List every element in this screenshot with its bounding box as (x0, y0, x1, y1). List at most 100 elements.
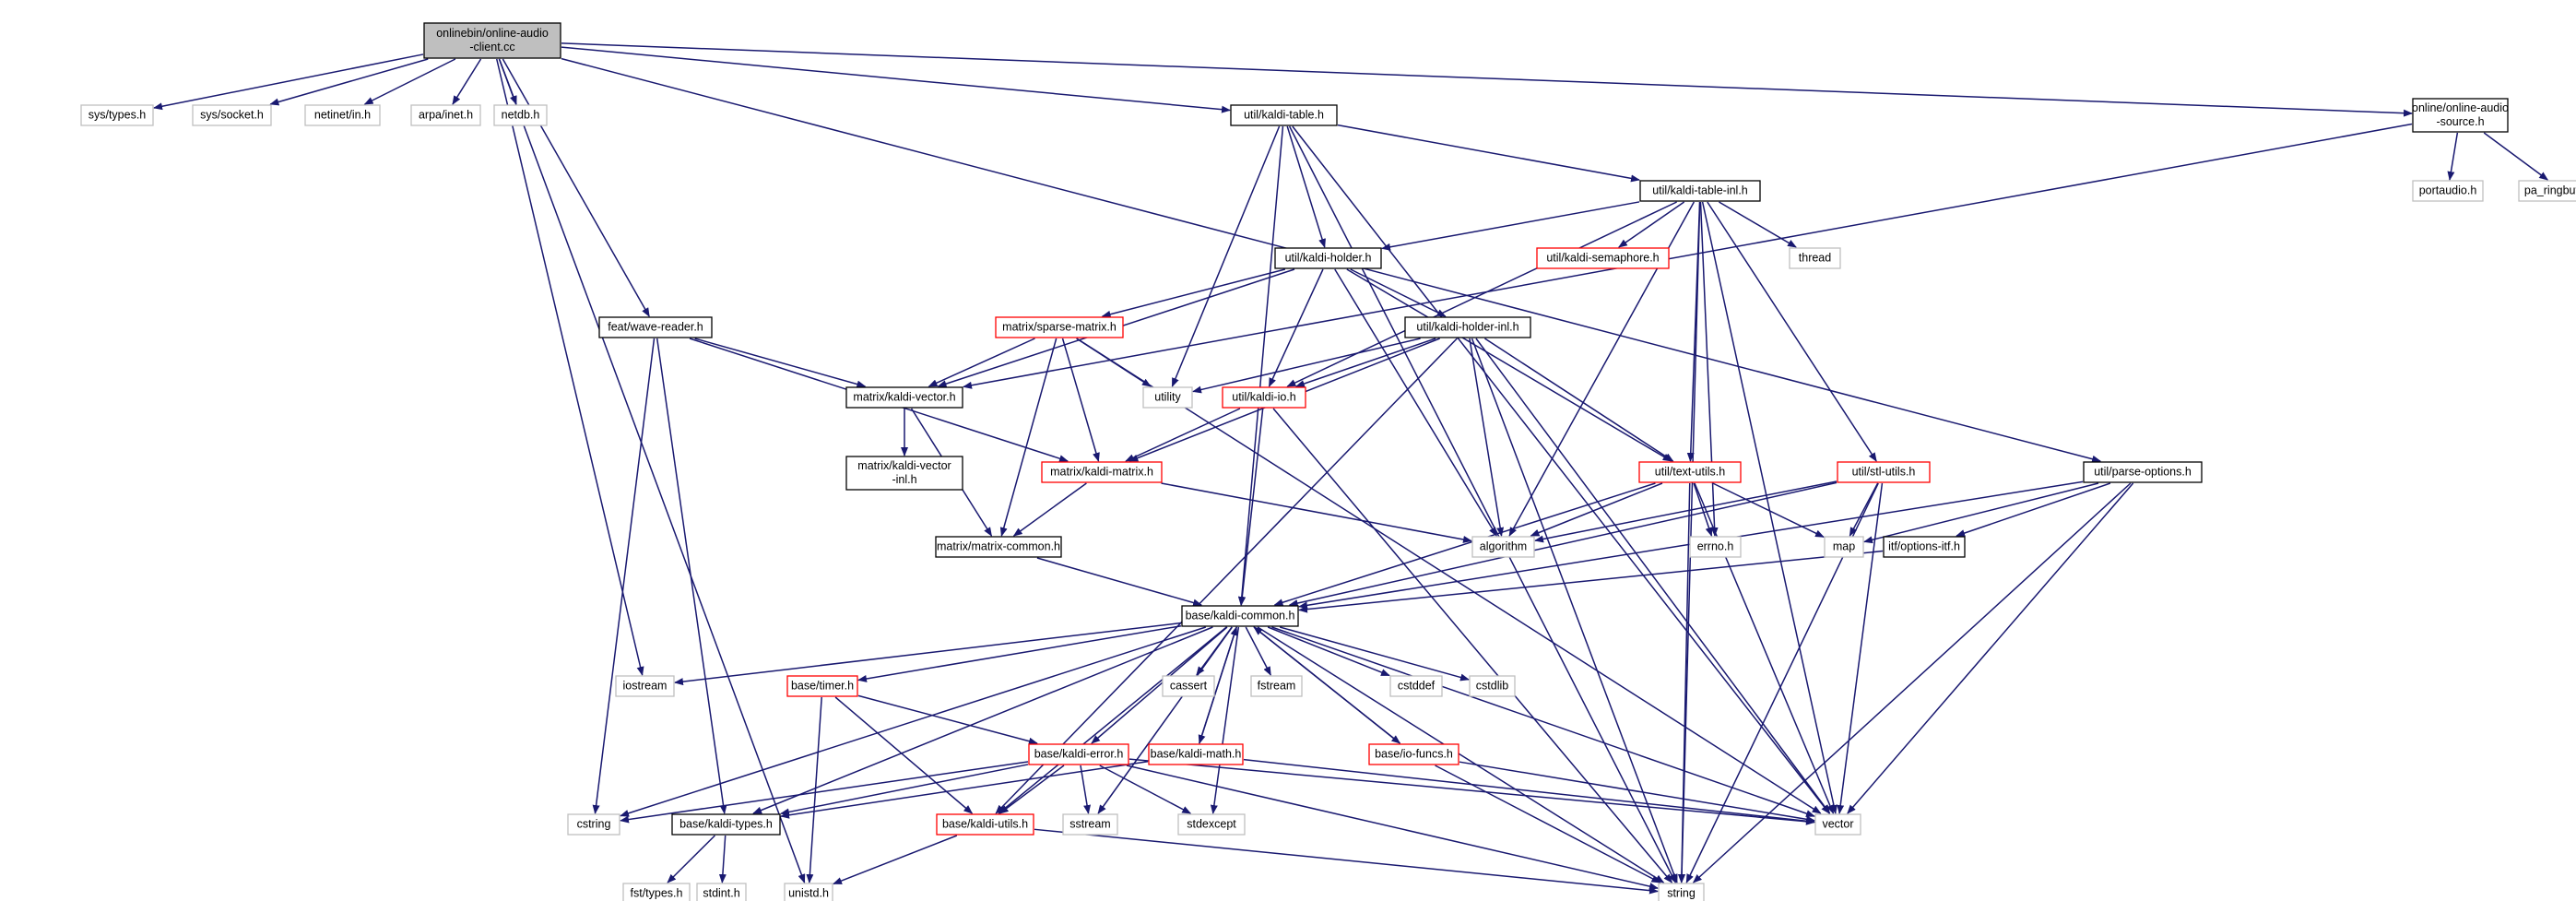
edge-kaldi_matrix-to-algorithm (1161, 482, 1472, 543)
edge-kaldi_common-to-iostream (674, 622, 1182, 686)
node-box (1814, 813, 1861, 836)
node-kaldi_vector[interactable]: matrix/kaldi-vector.h (845, 386, 963, 409)
edge-sparse_matrix-to-kaldi_matrix (1061, 338, 1100, 462)
edge-kaldi_error-to-vector (1128, 758, 1815, 825)
edge-kaldi_common-to-cstring (620, 626, 1207, 817)
edge-stl_utils-to-vector (1837, 482, 1884, 814)
node-box (786, 675, 858, 697)
node-kaldi_io[interactable]: util/kaldi-io.h (1222, 386, 1306, 409)
node-label: string (1667, 887, 1696, 900)
node-options_itf[interactable]: itf/options-itf.h (1883, 536, 1966, 558)
node-stl_utils[interactable]: util/stl-utils.h (1837, 461, 1931, 483)
node-kaldi_common[interactable]: base/kaldi-common.h (1181, 605, 1299, 627)
node-box (671, 813, 781, 836)
node-label: iostream (623, 680, 668, 693)
node-label: vector (1822, 818, 1853, 831)
node-label: base/timer.h (791, 680, 854, 693)
edge-text_utils-to-string (1677, 482, 1691, 883)
node-root[interactable]: onlinebin/online-audio-client.cc (423, 22, 561, 59)
node-kaldi_semaphore[interactable]: util/kaldi-semaphore.h (1536, 247, 1670, 269)
node-label: util/stl-utils.h (1852, 466, 1916, 479)
edge-root-to-netinet (363, 58, 456, 105)
node-kaldi_holder_inl[interactable]: util/kaldi-holder-inl.h (1404, 316, 1531, 338)
node-parse_options[interactable]: util/parse-options.h (2083, 461, 2203, 483)
node-box (192, 104, 272, 126)
node-label: base/kaldi-math.h (1151, 748, 1242, 761)
node-box (784, 883, 833, 901)
node-stdexcept: stdexcept (1177, 813, 1246, 836)
edge-kaldi_table_inl-to-stl_utils (1707, 201, 1877, 462)
node-kaldi_types[interactable]: base/kaldi-types.h (671, 813, 781, 836)
node-box (1658, 883, 1705, 901)
node-label: matrix/kaldi-matrix.h (1050, 466, 1153, 479)
node-box (1222, 386, 1306, 409)
edge-kaldi_io-to-kaldi_matrix (1125, 408, 1241, 462)
node-box (2412, 98, 2509, 133)
node-label: util/kaldi-holder-inl.h (1416, 321, 1518, 334)
node-netdb: netdb.h (493, 104, 548, 126)
node-box (1142, 386, 1193, 409)
node-stdint: stdint.h (696, 883, 747, 901)
node-box (935, 536, 1062, 558)
node-box (1181, 605, 1299, 627)
node-kaldi_utils[interactable]: base/kaldi-utils.h (936, 813, 1034, 836)
node-kaldi_table_inl[interactable]: util/kaldi-table-inl.h (1639, 180, 1761, 202)
node-sstream: sstream (1062, 813, 1118, 836)
node-cstdlib: cstdlib (1469, 675, 1516, 697)
edge-wave_reader-to-cstring (592, 338, 656, 814)
edge-kaldi_common-to-kaldi_utils (998, 626, 1227, 814)
edge-root-to-iostream (495, 58, 644, 676)
edge-kaldi_utils-to-unistd (833, 835, 958, 885)
edge-kaldi_error-to-stdexcept (1099, 765, 1192, 814)
node-cassert: cassert (1162, 675, 1215, 697)
node-kaldi_table[interactable]: util/kaldi-table.h (1230, 104, 1338, 126)
node-timer[interactable]: base/timer.h (786, 675, 858, 697)
node-label: cassert (1170, 680, 1208, 693)
node-kaldi_matrix[interactable]: matrix/kaldi-matrix.h (1041, 461, 1163, 483)
node-kaldi_error[interactable]: base/kaldi-error.h (1028, 743, 1129, 765)
edge-kaldi_table_inl-to-thread (1719, 201, 1797, 248)
edge-kaldi_holder-to-kaldi_holder_inl (1350, 268, 1447, 317)
node-box (936, 813, 1034, 836)
edge-kaldi_common-to-cstddef (1267, 626, 1390, 677)
node-box (1062, 813, 1118, 836)
node-box (1638, 461, 1742, 483)
node-box (598, 316, 713, 338)
node-kaldi_holder[interactable]: util/kaldi-holder.h (1274, 247, 1382, 269)
edge-text_utils-to-algorithm (1530, 482, 1663, 537)
node-label: portaudio.h (2419, 184, 2477, 197)
edge-kaldi_common-to-vector (1271, 626, 1815, 817)
node-box (493, 104, 548, 126)
node-kaldi_vector_inl[interactable]: matrix/kaldi-vector-inl.h (845, 456, 963, 491)
node-sparse_matrix[interactable]: matrix/sparse-matrix.h (995, 316, 1124, 338)
edge-parse_options-to-vector (1847, 482, 2134, 814)
node-unistd: unistd.h (784, 883, 833, 901)
node-matrix_common[interactable]: matrix/matrix-common.h (935, 536, 1062, 558)
node-label: netdb.h (502, 109, 540, 122)
edge-text_utils-to-map (1712, 482, 1825, 539)
node-box (1837, 461, 1931, 483)
edge-kaldi_holder_inl-to-algorithm (1469, 338, 1505, 537)
node-label: util/kaldi-semaphore.h (1546, 252, 1659, 265)
edge-online_audio_source-to-portaudio (2447, 132, 2459, 181)
node-box (1230, 104, 1338, 126)
node-kaldi_math[interactable]: base/kaldi-math.h (1148, 743, 1244, 765)
node-text_utils[interactable]: util/text-utils.h (1638, 461, 1742, 483)
node-cstddef: cstddef (1389, 675, 1443, 697)
edge-kaldi_io-to-string (1272, 408, 1673, 883)
node-online_audio_source[interactable]: online/online-audio-source.h (2412, 98, 2509, 133)
edge-kaldi_error-to-kaldi_types (780, 764, 1029, 816)
node-box (1883, 536, 1966, 558)
edge-text_utils-to-kaldi_common (1273, 482, 1656, 607)
node-label: sys/types.h (89, 109, 147, 122)
edge-kaldi_io-to-kaldi_common (1238, 408, 1264, 606)
node-io_funcs[interactable]: base/io-funcs.h (1368, 743, 1459, 765)
edge-io_funcs-to-kaldi_common (1253, 626, 1400, 744)
edge-kaldi_holder_inl-to-kaldi_utils (995, 338, 1458, 814)
node-label: util/parse-options.h (2094, 466, 2192, 479)
node-wave_reader[interactable]: feat/wave-reader.h (598, 316, 713, 338)
node-label: fstream (1258, 680, 1296, 693)
node-box (1824, 536, 1864, 558)
node-label: errno.h (1697, 540, 1734, 553)
edge-kaldi_error-to-cstring (620, 761, 1029, 824)
